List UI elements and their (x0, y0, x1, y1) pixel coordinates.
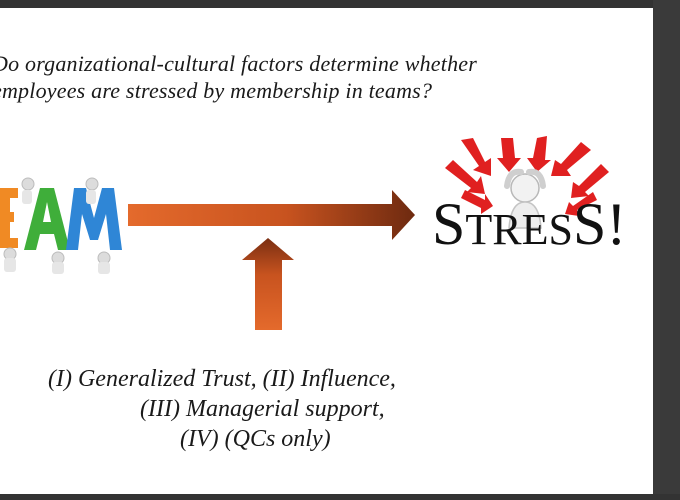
factor-line-2: (III) Managerial support, (140, 396, 385, 422)
window-right-edge (653, 0, 680, 500)
stress-letters-middle: TRES (465, 205, 573, 254)
team-illustration (0, 177, 122, 274)
question-line-1: Do organizational-cultural factors deter… (0, 51, 477, 76)
moderating-factors: (I) Generalized Trust, (II) Influence, (… (48, 364, 568, 454)
stress-letter-s2: S (572, 191, 607, 257)
presentation-slide: Do organizational-cultural factors deter… (0, 8, 653, 494)
factor-line-3: (IV) (QCs only) (180, 426, 331, 452)
stress-illustration (445, 136, 609, 229)
window-top-edge (0, 0, 680, 8)
arrows-layer (128, 190, 415, 330)
stress-word: STRESS! (432, 194, 626, 254)
window-bottom-edge (0, 494, 680, 500)
stress-letter-s1: S (432, 191, 466, 257)
slide-question: Do organizational-cultural factors deter… (0, 50, 592, 104)
question-line-2: employees are stressed by membership in … (0, 78, 433, 103)
vertical-arrow (242, 238, 294, 330)
factor-line-1: (I) Generalized Trust, (II) Influence, (48, 366, 396, 392)
stress-exclamation: ! (606, 191, 627, 257)
horizontal-arrow (128, 190, 415, 240)
